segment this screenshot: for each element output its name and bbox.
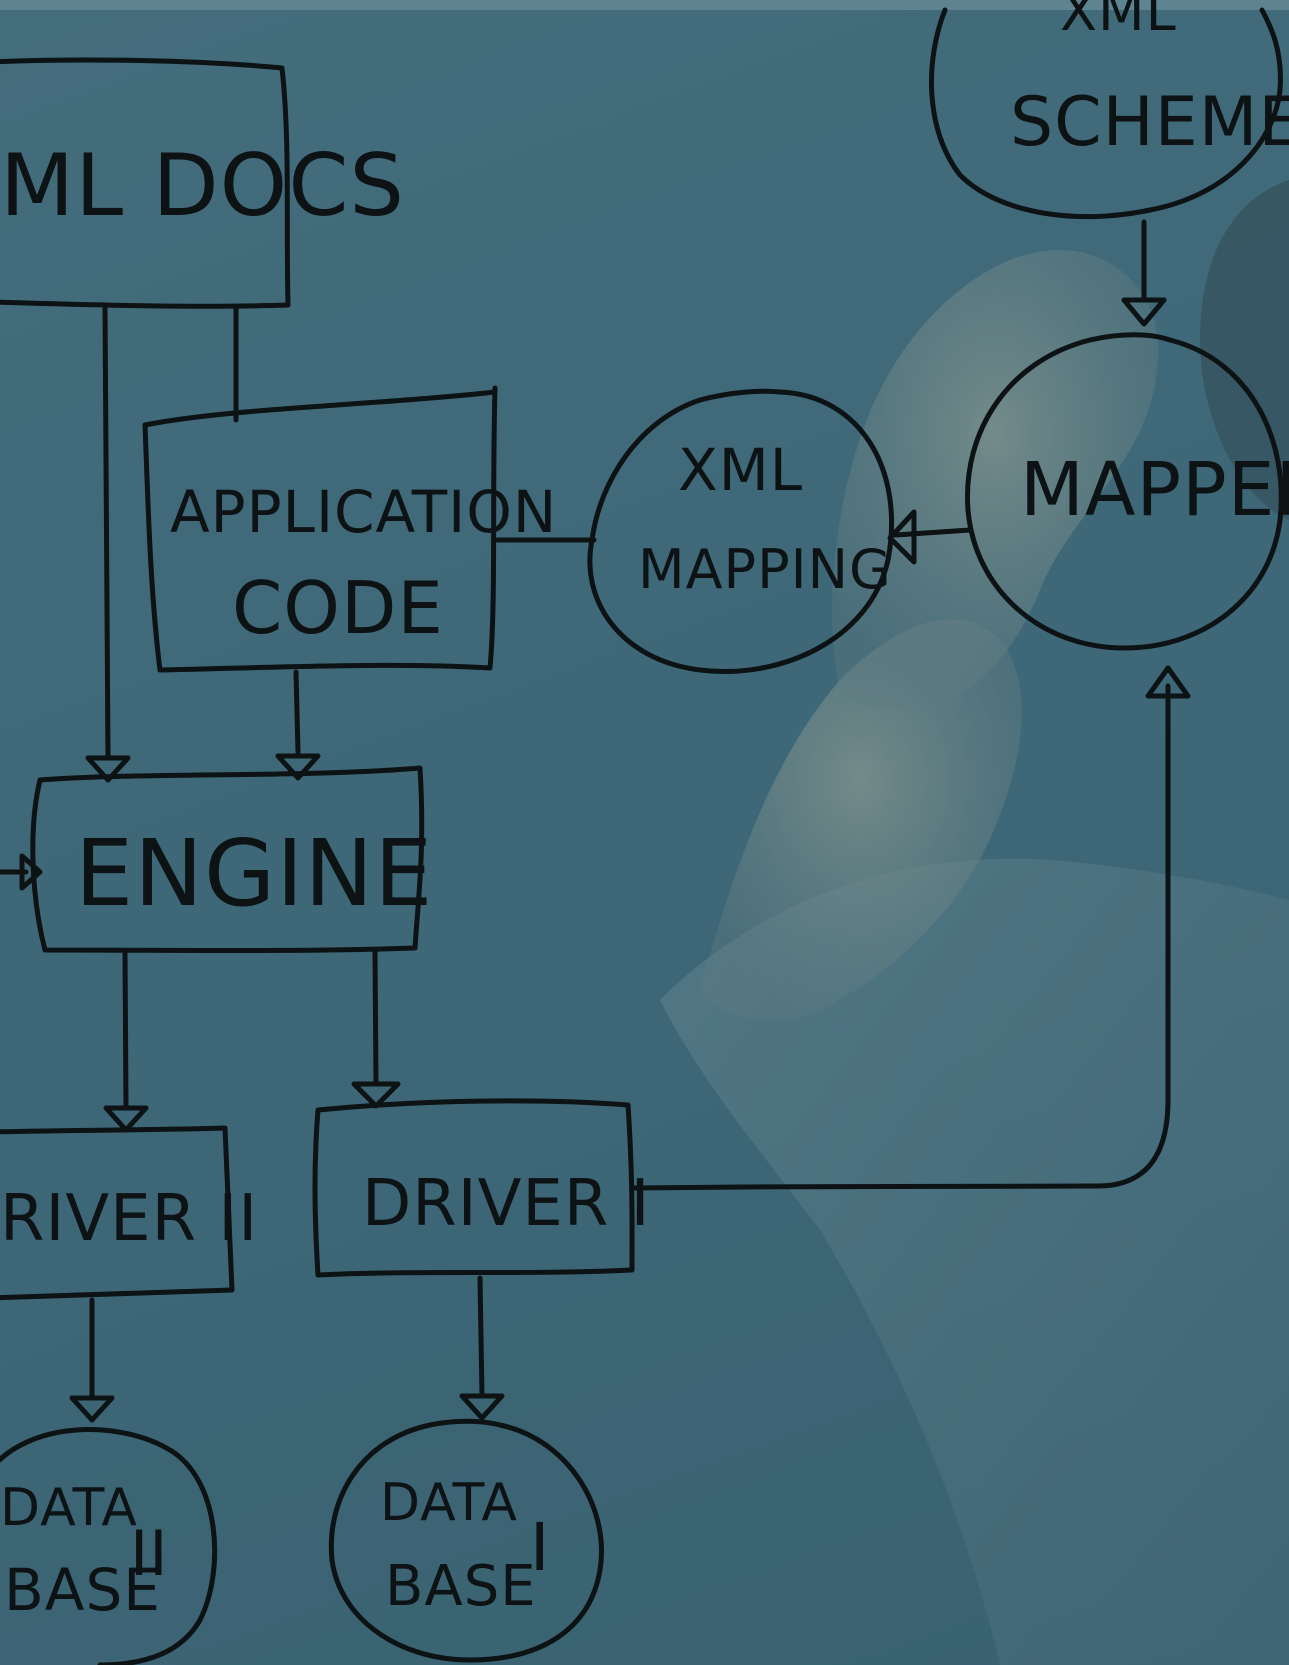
mapper-label: MAPPER [1020,447,1289,533]
connector-engine-driveri [372,949,379,1087]
driver-i-node: DRIVER I [312,1098,651,1278]
driver-ii-label: RIVER II [0,1182,258,1256]
hand-shape [832,250,1159,711]
driver-ii-node: RIVER II [0,1125,258,1301]
connectors [0,219,1191,1423]
xml-scheme-line1: XML [1060,0,1177,43]
arrowhead-driveri-mapper [1145,665,1191,699]
database-ii-line2: BASE [4,1556,161,1624]
connector-driveri-mapper [629,683,1171,1191]
shirt-shape [660,858,1289,1665]
forearm-shape [700,619,1022,1021]
arrowhead-driveri-databasei [459,1393,505,1421]
application-code-line2: CODE [232,566,444,650]
xml-mapping-line2: MAPPING [638,538,892,601]
connector-driveri-databasei [477,1275,485,1399]
arrowhead-engine-driverii [103,1105,149,1133]
arrowhead-left-engine [19,853,43,891]
top-strip [0,0,1289,10]
application-code-line1: APPLICATION [170,478,557,546]
xml-docs-label: ML DOCS [0,136,405,236]
xml-mapping-line1: XML [678,436,803,504]
arrowhead-xmldocs-engine [85,755,131,783]
connector-appcode-engine [293,669,301,755]
database-i-suffix: I [530,1509,550,1586]
engine-node: ENGINE [30,765,433,953]
driver-i-label: DRIVER I [362,1167,651,1241]
connector-xmldocs-engine [102,305,111,761]
database-ii-suffix: II [130,1517,169,1590]
head-shape [1200,180,1289,520]
xml-scheme-line2: SCHEME [1010,83,1289,162]
database-ii-node: DATA BASE II [0,1427,218,1665]
xml-scheme-node: XML SCHEME [928,0,1289,220]
engine-label: ENGINE [75,820,433,927]
database-i-line1: DATA [380,1473,518,1533]
arrowhead-engine-driveri [351,1081,401,1109]
connector-mapper-xmlmapping [893,527,973,538]
database-i-node: DATA BASE I [328,1418,604,1663]
arrowhead-xmlscheme-mapper [1121,297,1167,327]
database-ii-line1: DATA [0,1478,138,1538]
mapper-node: MAPPER [965,332,1289,651]
arrowhead-appcode-engine [275,753,321,781]
database-i-line2: BASE [385,1554,537,1619]
arrowhead-driverii-databaseii [69,1395,115,1423]
xml-mapping-node: XML MAPPING [587,388,894,674]
xml-docs-node: ML DOCS [0,57,405,309]
arrowhead-mapper-xmlmapping [887,509,917,565]
connector-engine-driverii [122,949,129,1111]
application-code-node: APPLICATION CODE [142,385,557,673]
